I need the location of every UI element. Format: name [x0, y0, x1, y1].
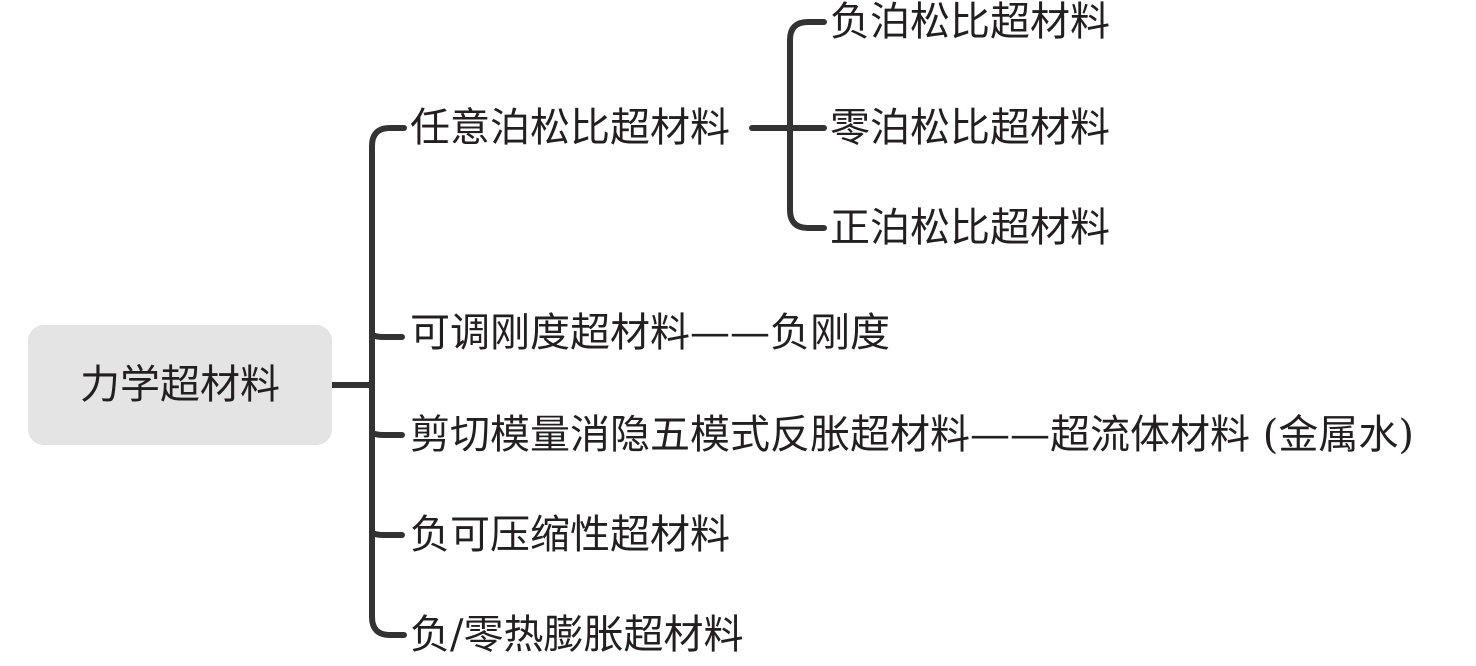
branch-arbitrary-poisson-ratio: 任意泊松比超材料: [410, 105, 730, 151]
branch-negative-compressibility: 负可压缩性超材料: [410, 512, 730, 558]
branch-thermal-expansion: 负/零热膨胀超材料: [410, 612, 744, 658]
branch-tunable-stiffness: 可调刚度超材料——负刚度: [410, 310, 890, 356]
branch-pentamode: 剪切模量消隐五模式反胀超材料——超流体材料 (金属水): [410, 412, 1414, 458]
branch-tick-line: [369, 330, 405, 340]
branch-tick-line: [369, 428, 405, 438]
sub-branch-negative-poisson-ratio: 负泊松比超材料: [830, 0, 1110, 45]
root-node: 力学超材料: [28, 325, 332, 445]
root-label: 力学超材料: [80, 362, 280, 408]
sub-branch-zero-poisson-ratio: 零泊松比超材料: [830, 105, 1110, 151]
branch-tick-line: [369, 528, 405, 538]
main-bracket-line: [369, 125, 407, 638]
sub-branch-positive-poisson-ratio: 正泊松比超材料: [830, 205, 1110, 251]
